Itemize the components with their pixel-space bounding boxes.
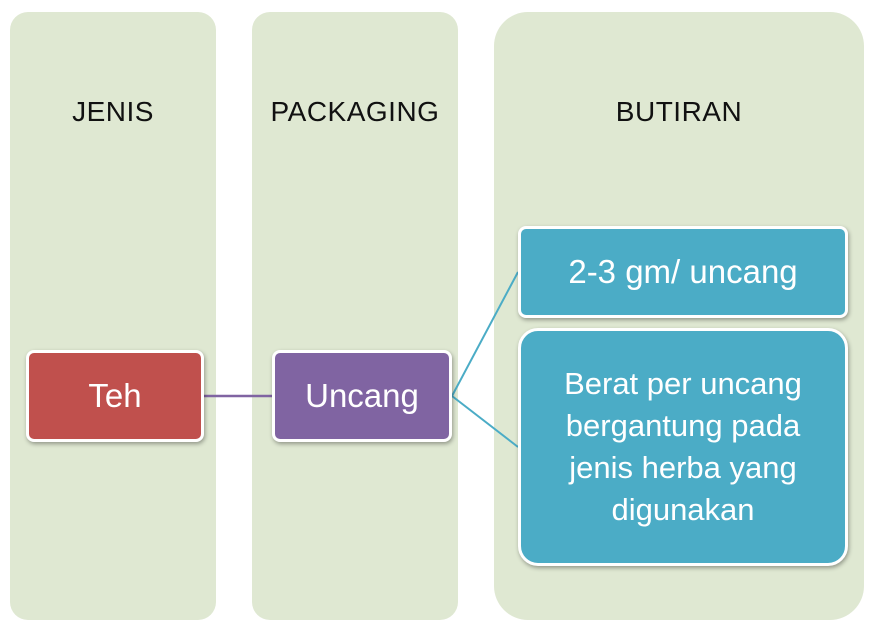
column-header-jenis: JENIS [72, 96, 154, 127]
column-header-butiran: BUTIRAN [615, 96, 743, 127]
node-detail-note: Berat per uncang bergantung pada jenis h… [518, 328, 848, 566]
column-packaging: PACKAGING [252, 12, 458, 620]
column-header-packaging: PACKAGING [270, 96, 440, 127]
connector-uncang-detail-2 [451, 395, 519, 448]
node-uncang: Uncang [272, 350, 452, 442]
connector-uncang-detail-1 [451, 271, 519, 397]
column-jenis: JENIS [10, 12, 216, 620]
node-teh: Teh [26, 350, 204, 442]
node-detail-weight: 2-3 gm/ uncang [518, 226, 848, 318]
